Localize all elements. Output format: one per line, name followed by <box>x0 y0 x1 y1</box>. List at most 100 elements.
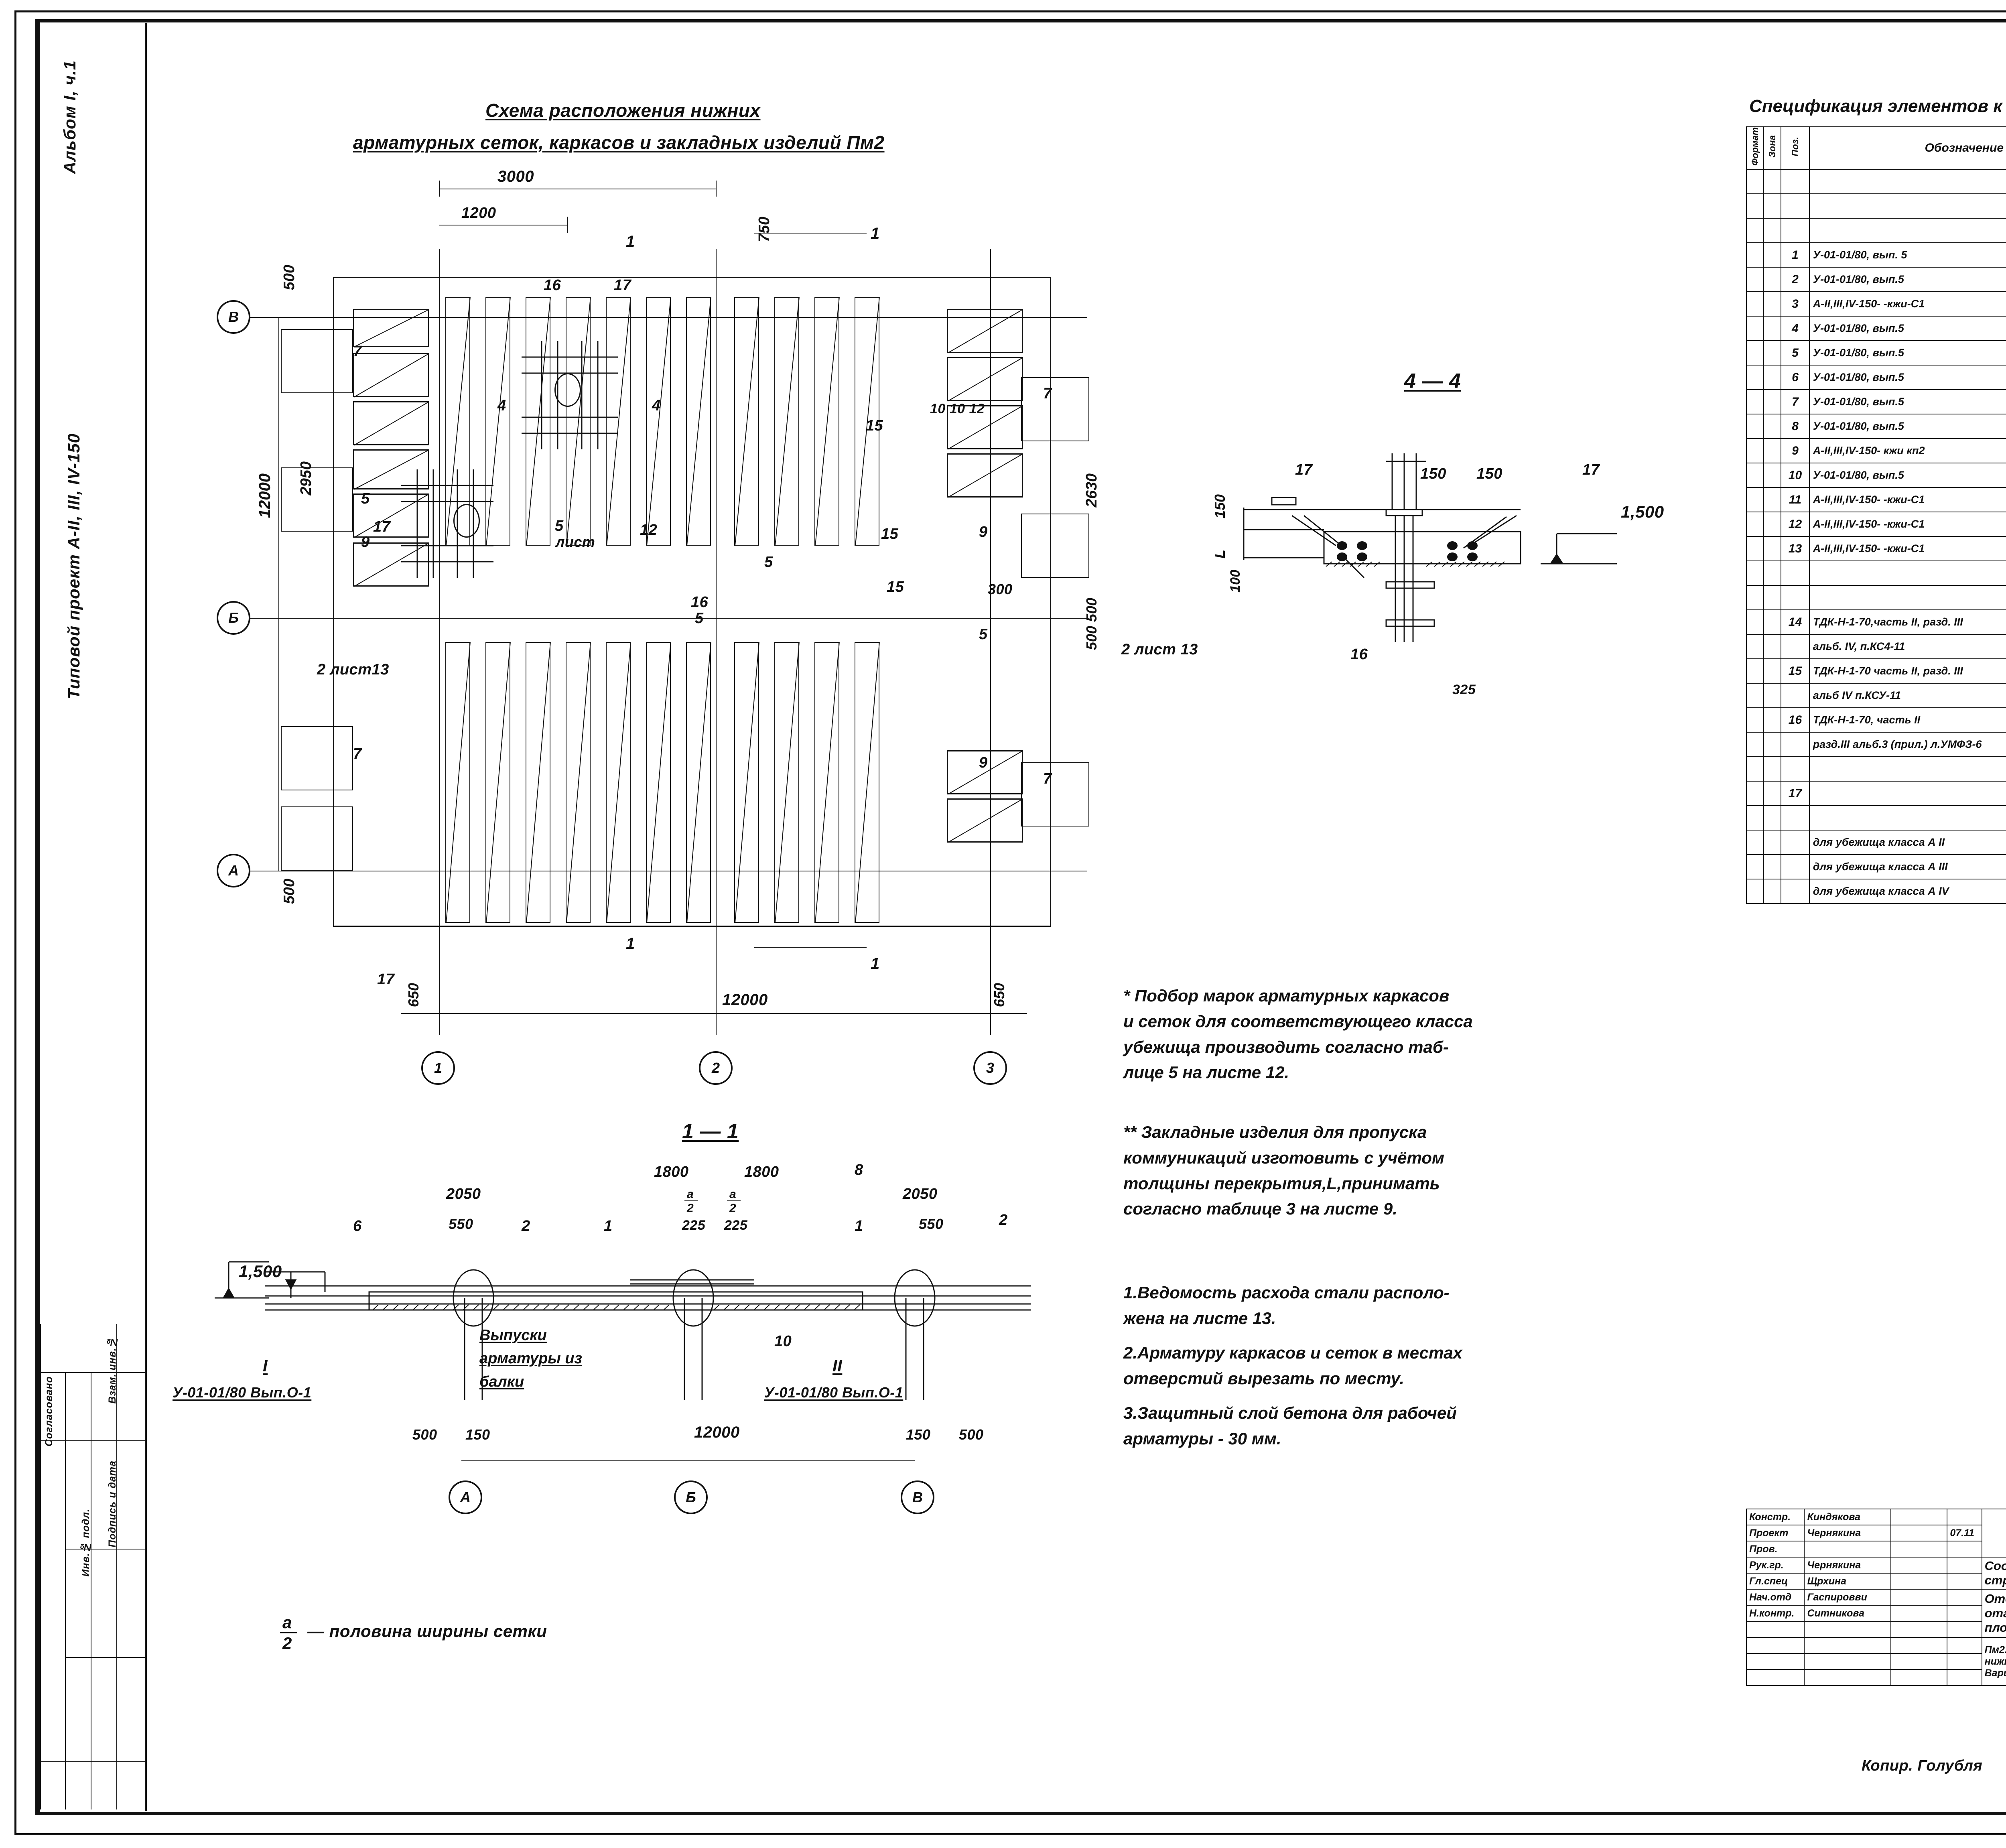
spec-row: 1У-01-01/80, вып. 5Каркас *14 <box>1746 242 2006 268</box>
tb-blank[interactable] <box>1804 1653 1892 1670</box>
drawing-line2: нижних сеток и каркасов. <box>1984 1655 2006 1667</box>
tb-blank[interactable] <box>1746 1653 1805 1670</box>
role-sign-0[interactable] <box>1890 1509 1948 1525</box>
spec-cell-zone <box>1763 365 1782 390</box>
mesh-tab <box>1021 377 1089 441</box>
tb-blank[interactable] <box>1890 1669 1948 1686</box>
role-sign-1[interactable] <box>1890 1525 1948 1541</box>
mesh-tab <box>281 726 353 790</box>
section44-elev: 1,500 <box>1621 502 1664 521</box>
spec-cell-pos: 16 <box>1781 707 1810 733</box>
spec-row: альб IV п.КСУ-11ка кабелей МК-2 ** <box>1746 683 2006 709</box>
dim-tick <box>439 181 440 197</box>
mesh-strip <box>353 309 429 347</box>
spec-cell-format <box>1746 536 1764 562</box>
section11-title: 1 — 1 <box>682 1120 739 1143</box>
role-sign-3[interactable] <box>1890 1557 1948 1574</box>
spec-cell-pos <box>1781 218 1810 244</box>
spec-cell-designation <box>1809 585 2006 611</box>
role-date-6[interactable] <box>1947 1605 1982 1622</box>
tb-blank[interactable] <box>1804 1637 1892 1654</box>
section44-dim-150a: 150 <box>1420 465 1446 482</box>
spec-cell-designation: У-01-01/80, вып.5 <box>1809 414 2006 439</box>
cage-bar <box>606 642 631 923</box>
spec-cell-format <box>1746 585 1764 611</box>
grid-axis-3 <box>990 249 991 1035</box>
tb-blank[interactable] <box>1746 1637 1805 1654</box>
role-date-5[interactable] <box>1947 1589 1982 1606</box>
spec-cell-zone <box>1763 218 1782 244</box>
spec-cell-designation: ТДК-Н-1-70 часть II, разд. III <box>1809 658 2006 684</box>
tb-blank[interactable] <box>1746 1621 1805 1638</box>
spec-row: Сборочные единицы Б1 <box>1746 193 2006 219</box>
section11-dim-2050r: 2050 <box>903 1186 938 1202</box>
role-sign-2[interactable] <box>1890 1541 1948 1558</box>
spec-cell-designation <box>1809 193 2006 219</box>
spec-header-row: Формат Зона Поз. Обозначение Наименовани… <box>1746 126 2006 170</box>
section11-dim-150l: 150 <box>465 1426 490 1443</box>
section11-callout-2b: 2 <box>999 1212 1008 1229</box>
tb-blank[interactable] <box>1890 1637 1948 1654</box>
mesh-tab <box>281 329 353 393</box>
stamp-invno-podl: Инв.№ подл. <box>80 1509 91 1577</box>
spec-cell-designation: А-II,III,IV-150- -кжи-С1 <box>1809 536 2006 562</box>
section11-dim-550l: 550 <box>449 1216 473 1232</box>
role-sign-4[interactable] <box>1890 1573 1948 1590</box>
grid-bubble-B: Б <box>217 601 250 635</box>
spec-cell-designation: ТДК-Н-1-70, часть II <box>1809 707 2006 733</box>
role-date-3[interactable] <box>1947 1557 1982 1574</box>
drawing-line1: Пм2. Схема расположения <box>1984 1644 2006 1655</box>
spec-cell-designation: У-01-01/80, вып.5 <box>1809 463 2006 488</box>
tb-blank[interactable] <box>1890 1621 1948 1638</box>
cage-bar-diagonals <box>353 296 1023 923</box>
spec-cell-zone <box>1763 169 1782 195</box>
role-date-4[interactable] <box>1947 1573 1982 1590</box>
spec-cell-zone <box>1763 438 1782 464</box>
section-label-1-bot: 1 <box>626 935 635 952</box>
section11-dim-225a: 225 <box>682 1218 706 1233</box>
tb-blank[interactable] <box>1804 1669 1892 1686</box>
role-sign-6[interactable] <box>1890 1605 1948 1622</box>
spec-row: для убежища класса А IIБетон марки М300 … <box>1746 830 2006 855</box>
spec-cell-designation: У-01-01/80, вып.5 <box>1809 316 2006 341</box>
role-date-2[interactable] <box>1947 1541 1982 1558</box>
tb-blank[interactable] <box>1890 1653 1948 1670</box>
spec-cell-designation: для убежища класса А IV <box>1809 879 2006 904</box>
cage-bar <box>526 642 550 923</box>
tb-blank[interactable] <box>1947 1621 1982 1638</box>
callout-9a: 9 <box>361 534 370 550</box>
spec-cell-zone <box>1763 536 1782 562</box>
spec-cell-designation: У-01-01/80, вып.5 <box>1809 267 2006 292</box>
spec-cell-pos <box>1781 805 1810 831</box>
grid-bubble-A: А <box>217 854 250 887</box>
spec-cell-designation: А-II,III,IV-150- кжи кп2 <box>1809 438 2006 464</box>
cage-bar <box>855 297 879 546</box>
tb-blank[interactable] <box>1947 1653 1982 1670</box>
spec-cell-zone <box>1763 512 1782 537</box>
section11-grid-V: В <box>901 1480 934 1514</box>
section11-dim-1800a: 1800 <box>654 1164 689 1180</box>
spec-cell-pos: 9 <box>1781 438 1810 464</box>
dim-300: 300 <box>988 581 1013 597</box>
tb-blank[interactable] <box>1947 1669 1982 1686</box>
tb-blank[interactable] <box>1947 1637 1982 1654</box>
spec-cell-designation: А-II,III,IV-150- -кжи-С1 <box>1809 512 2006 537</box>
tb-blank[interactable] <box>1746 1669 1805 1686</box>
section-cut-1-top <box>754 233 867 234</box>
role-date-1[interactable]: 07.11 <box>1947 1525 1982 1541</box>
spec-cell-format <box>1746 879 1764 904</box>
spec-row: 9А-II,III,IV-150- кжи кп2Каркас *5 <box>1746 438 2006 464</box>
section11-callout-10: 10 <box>774 1333 792 1350</box>
role-date-0[interactable] <box>1947 1509 1982 1525</box>
dim-bottom-line <box>401 1013 1027 1014</box>
spec-cell-format <box>1746 634 1764 660</box>
spec-row: 7У-01-01/80, вып.5Каркас *11 <box>1746 389 2006 415</box>
role-sign-5[interactable] <box>1890 1589 1948 1606</box>
tb-blank[interactable] <box>1804 1621 1892 1638</box>
spec-cell-zone <box>1763 316 1782 341</box>
section11-callout-6: 6 <box>353 1218 362 1235</box>
spec-cell-pos: 17 <box>1781 781 1810 806</box>
dim-500-right1: 500 <box>1083 598 1100 622</box>
spec-cell-zone <box>1763 683 1782 709</box>
